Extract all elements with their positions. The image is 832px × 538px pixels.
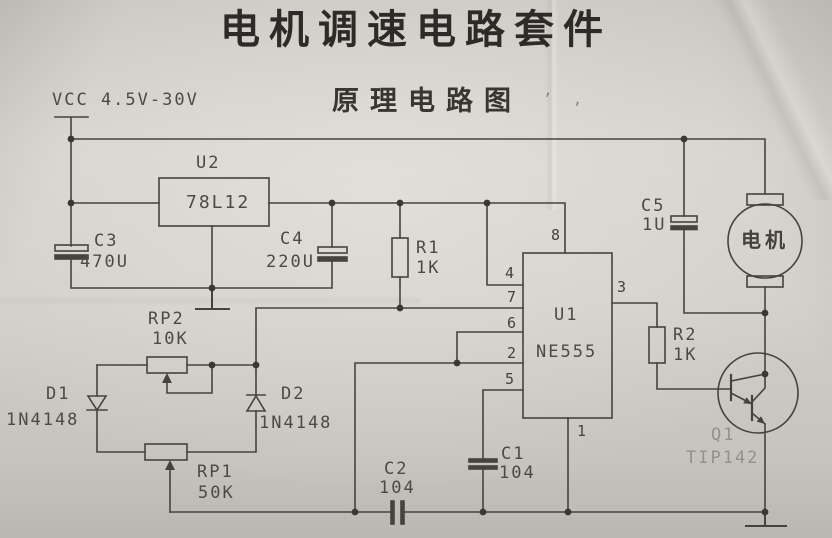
u1-pin-8: 8 bbox=[551, 226, 561, 244]
u1-ref: U1 bbox=[554, 305, 579, 325]
u1-pin-4: 4 bbox=[505, 264, 515, 282]
c3-value: 470U bbox=[80, 252, 129, 272]
motor-label: 电机 bbox=[741, 230, 789, 252]
c4-ref: C4 bbox=[280, 229, 305, 249]
d1-value: 1N4148 bbox=[6, 410, 80, 430]
paper-crease-diagonal bbox=[640, 0, 832, 200]
vcc-label: VCC 4.5V-30V bbox=[52, 90, 199, 110]
paper-crease-vertical bbox=[545, 0, 559, 210]
regulator-u2-box bbox=[70, 177, 566, 289]
capacitor-c5-symbol bbox=[670, 138, 766, 314]
timer-u1-box bbox=[255, 202, 658, 513]
capacitor-c2-symbol bbox=[390, 500, 405, 525]
resistor-r1-symbol bbox=[391, 202, 409, 309]
capacitor-c1-symbol bbox=[468, 458, 498, 470]
rp2-value: 10K bbox=[152, 329, 189, 349]
c3-ref: C3 bbox=[94, 231, 119, 251]
u2-ref: U2 bbox=[196, 153, 221, 173]
c4-value: 220U bbox=[266, 252, 315, 272]
d2-value: 1N4148 bbox=[259, 413, 333, 433]
motor-symbol bbox=[727, 193, 803, 375]
u1-pin-3: 3 bbox=[617, 278, 627, 296]
potentiometer-rp2-symbol bbox=[96, 356, 257, 394]
rp1-ref: RP1 bbox=[197, 462, 234, 482]
u1-pin-2: 2 bbox=[507, 344, 517, 362]
diode-d2-symbol bbox=[186, 364, 267, 453]
page-subtitle: 原理电路图 bbox=[332, 86, 522, 116]
page-title: 电机调速电路套件 bbox=[220, 8, 612, 52]
diode-d1-symbol bbox=[86, 364, 146, 453]
q1-value: TIP142 bbox=[686, 448, 760, 468]
c1-ref: C1 bbox=[501, 444, 526, 464]
capacitor-c4-symbol bbox=[317, 202, 348, 262]
wire-ground-subrail bbox=[70, 259, 333, 289]
rp2-ref: RP2 bbox=[148, 309, 185, 329]
wire-vcc-rail bbox=[70, 138, 766, 195]
rp1-value: 50K bbox=[198, 483, 235, 503]
d2-ref: D2 bbox=[281, 384, 306, 404]
potentiometer-rp1-symbol bbox=[144, 443, 188, 513]
junction-dots bbox=[67, 135, 769, 516]
u2-value: 78L12 bbox=[186, 192, 251, 213]
ground-symbol-left bbox=[195, 287, 230, 310]
u1-pin-7: 7 bbox=[507, 288, 517, 306]
q1-ref: Q1 bbox=[711, 425, 736, 445]
c5-value: 1U bbox=[642, 215, 667, 235]
u1-pin-5: 5 bbox=[505, 370, 515, 388]
u1-pin-6: 6 bbox=[507, 314, 517, 332]
c2-value: 104 bbox=[379, 478, 416, 498]
r1-ref: R1 bbox=[416, 238, 441, 258]
c2-ref: C2 bbox=[384, 459, 409, 479]
c1-value: 104 bbox=[499, 463, 536, 483]
paper-crease-horizontal bbox=[0, 296, 420, 306]
capacitor-c3-symbol bbox=[54, 244, 89, 260]
transistor-q1-symbol bbox=[717, 352, 799, 513]
c5-ref: C5 bbox=[641, 196, 666, 216]
d1-ref: D1 bbox=[46, 384, 71, 404]
u1-value: NE555 bbox=[536, 342, 598, 362]
r2-ref: R2 bbox=[673, 325, 698, 345]
u1-pin-1: 1 bbox=[577, 422, 587, 440]
r1-value: 1K bbox=[416, 258, 441, 278]
r2-value: 1K bbox=[673, 345, 698, 365]
scan-artifact-marks: ’ ‚ bbox=[543, 90, 589, 108]
